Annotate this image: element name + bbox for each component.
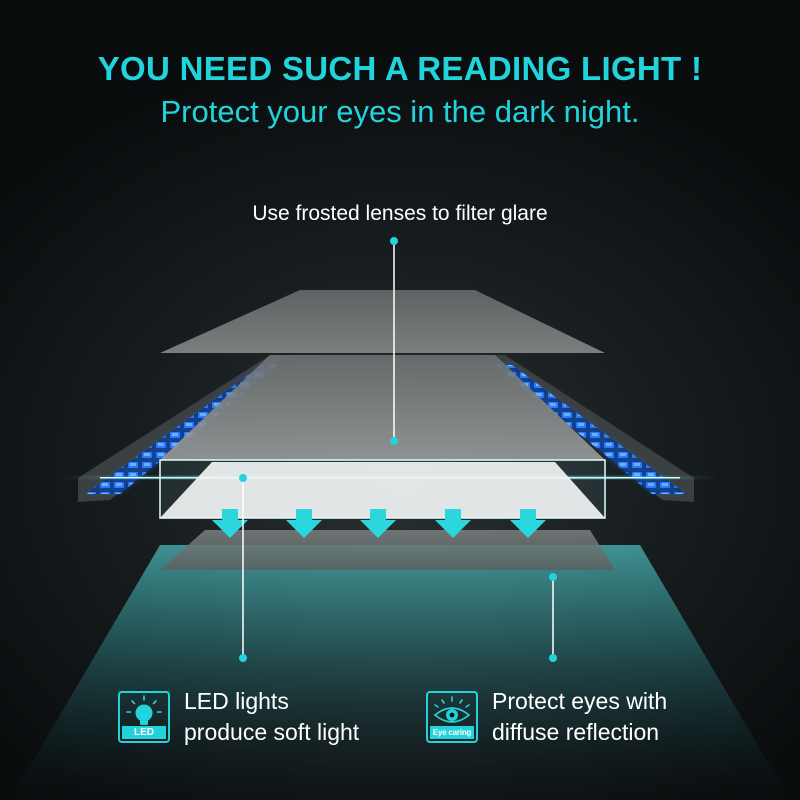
light-direction-arrows [212, 509, 546, 538]
eye-feature-line-2: diffuse reflection [492, 719, 660, 745]
led-badge: LED [118, 691, 170, 743]
feature-eye-care: Eye caring Protect eyes with diffuse ref… [426, 686, 667, 748]
led-feature-text: LED lights produce soft light [184, 686, 359, 748]
led-feature-line-2: produce soft light [184, 719, 360, 745]
led-bulb-icon [126, 695, 162, 725]
led-feature-line-1: LED lights [184, 688, 289, 714]
right-led-strip [490, 355, 694, 502]
led-badge-label: LED [122, 726, 166, 739]
eye-caring-badge-label: Eye caring [430, 726, 474, 739]
eye-feature-text: Protect eyes with diffuse reflection [492, 686, 667, 748]
diffuser-plate [160, 530, 615, 570]
headline: YOU NEED SUCH A READING LIGHT ! [97, 50, 703, 87]
frosted-lens [160, 355, 605, 460]
eye-feature-line-1: Protect eyes with [492, 688, 668, 714]
eye-icon [433, 696, 471, 723]
subheadline: Protect your eyes in the dark night. [160, 94, 640, 129]
eye-caring-badge: Eye caring [426, 691, 478, 743]
top-lens-plate [160, 290, 605, 353]
feature-led: LED LED lights produce soft light [118, 686, 359, 748]
callout-lines [239, 237, 557, 662]
lens-callout-text: Use frosted lenses to filter glare [252, 202, 548, 225]
light-beam [10, 545, 790, 800]
light-guide-panel [159, 459, 606, 519]
